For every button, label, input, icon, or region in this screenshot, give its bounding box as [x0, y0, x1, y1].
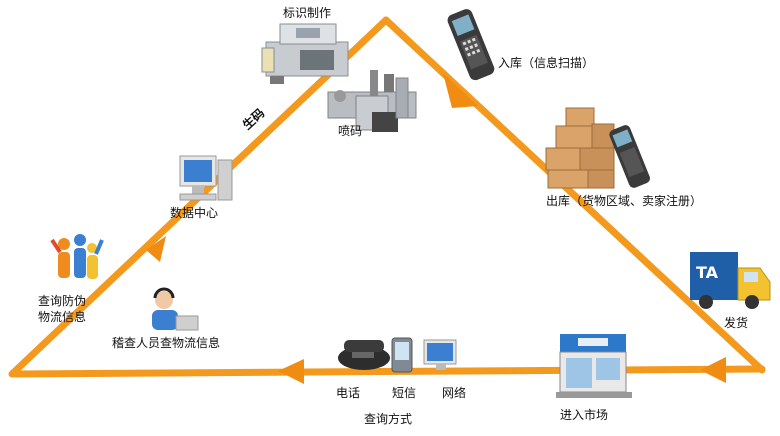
cardboard-boxes-icon [546, 108, 614, 188]
arrow-bottom-right [700, 357, 726, 383]
warehouse-in-label: 入库（信息扫描） [498, 56, 594, 71]
mobile-phone-icon [392, 338, 412, 372]
query-anticounterfeit-label-line2: 物流信息 [38, 310, 86, 325]
query-anticounterfeit-label-line1: 查询防伪 [38, 294, 86, 309]
sms-label: 短信 [392, 386, 416, 401]
inspector-query-label: 稽查人员查物流信息 [112, 336, 220, 351]
ship-label: 发货 [724, 316, 748, 331]
enter-market-label: 进入市场 [560, 408, 608, 423]
phone-label: 电话 [336, 386, 360, 401]
triangle-bottom-edge [14, 369, 762, 374]
telephone-icon [338, 340, 390, 370]
people-group-icon [52, 234, 102, 279]
data-center-label: 数据中心 [170, 206, 218, 221]
computer-monitor-icon [424, 340, 456, 370]
arrow-bottom-left [278, 359, 304, 384]
label-making-label: 标识制作 [283, 6, 331, 21]
headset-operator-icon [152, 289, 198, 330]
barcode-scanner-icon [446, 7, 496, 82]
warehouse-out-label: 出库（货物区域、卖家注册） [546, 194, 702, 209]
storefront-icon [556, 334, 632, 398]
spray-code-label: 喷码 [338, 124, 362, 139]
network-label: 网络 [442, 386, 466, 401]
query-methods-label: 查询方式 [364, 412, 412, 427]
label-printer-machine-icon [262, 24, 348, 84]
delivery-truck-icon: TA [690, 252, 770, 309]
svg-text:TA: TA [696, 263, 719, 282]
inkjet-coding-machine-icon [328, 70, 416, 132]
